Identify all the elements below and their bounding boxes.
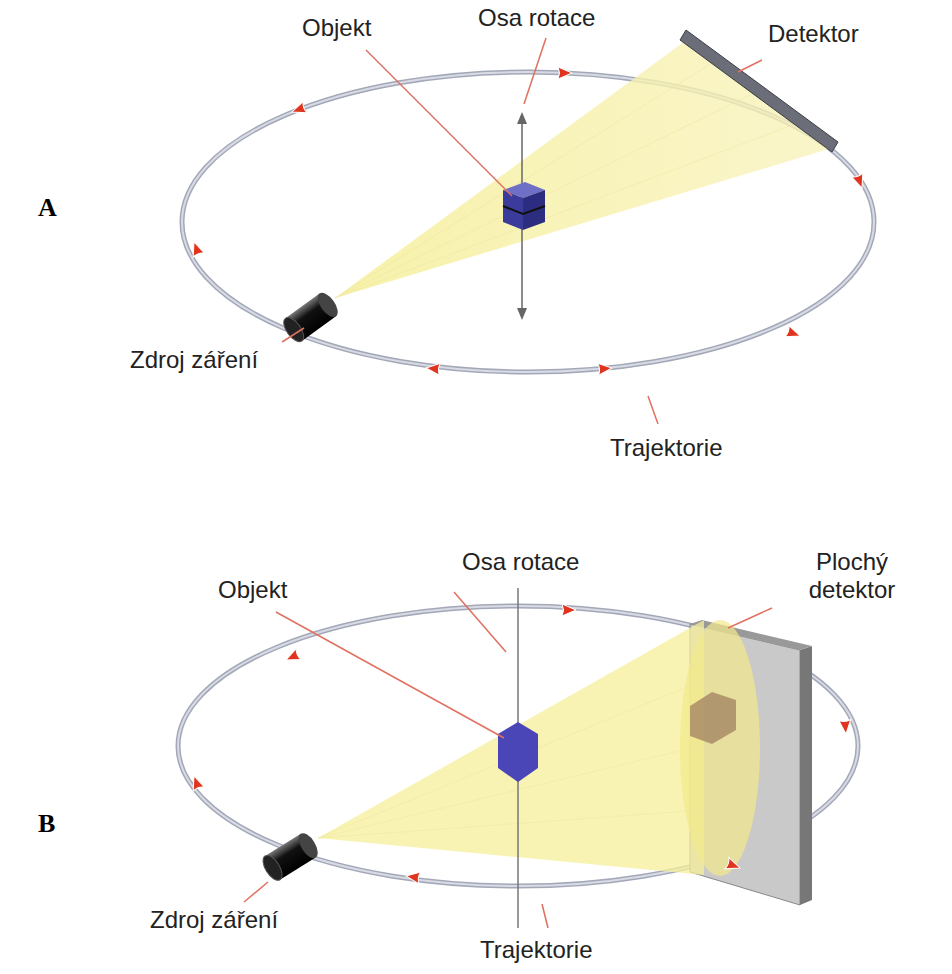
panel-letter: A	[36, 194, 59, 222]
part-label: Osa rotace	[476, 4, 597, 32]
panel-b	[178, 588, 858, 928]
panel-letter: B	[36, 810, 57, 838]
part-label: Objekt	[216, 576, 289, 604]
part-label: Trajektorie	[608, 434, 724, 462]
part-label: Trajektorie	[478, 936, 594, 964]
panel-a	[182, 30, 874, 424]
part-label: Osa rotace	[460, 548, 581, 576]
part-label: Detektor	[766, 20, 861, 48]
part-label: Zdroj záření	[128, 346, 260, 374]
part-label: Objekt	[300, 14, 373, 42]
part-label: Zdroj záření	[148, 906, 280, 934]
part-label: Plochý detektor	[780, 548, 924, 604]
